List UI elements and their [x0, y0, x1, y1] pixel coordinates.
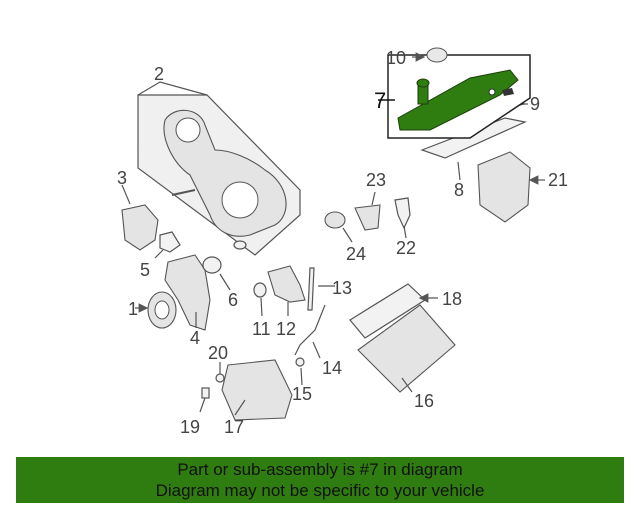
part-11-seal	[253, 282, 267, 298]
callout-12: 12	[276, 319, 296, 339]
callout-21: 21	[548, 170, 568, 190]
part-21-housing	[477, 151, 531, 223]
callout-24-leader	[342, 227, 353, 243]
callout-20: 20	[208, 343, 228, 363]
part-7-valve-cover-group	[387, 54, 531, 139]
callout-19-leader	[199, 397, 206, 413]
callout-24: 24	[346, 244, 366, 264]
callout-15-leader	[300, 367, 303, 386]
callout-6-leader	[219, 273, 231, 291]
callout-10: 10	[386, 48, 406, 68]
part-13-tube	[307, 267, 315, 311]
part-15-oring	[295, 357, 305, 367]
callout-18: 18	[442, 289, 462, 309]
part-4-cover	[164, 254, 211, 331]
info-banner: Part or sub-assembly is #7 in diagram Di…	[16, 457, 624, 503]
callout-3-leader	[121, 184, 131, 205]
callout-14-leader	[312, 341, 321, 359]
part-20-washer	[215, 373, 225, 383]
callout-7: 7	[374, 88, 386, 113]
callout-2: 2	[154, 64, 164, 84]
callout-14: 14	[322, 358, 342, 378]
part-6-seal	[202, 256, 222, 274]
part-19-plug	[201, 387, 210, 399]
callout-15: 15	[292, 384, 312, 404]
part-5-gasket	[159, 231, 181, 253]
callout-1: 1	[128, 299, 138, 319]
callout-23-leader	[371, 191, 376, 206]
part-16-lower-block	[357, 304, 456, 393]
callout-22-leader	[403, 225, 407, 239]
callout-11-leader	[260, 297, 263, 317]
callout-16-leader	[401, 377, 413, 393]
part-22-valve	[394, 197, 411, 230]
callout-9: 9	[530, 94, 540, 114]
part-23-sensor	[354, 204, 381, 231]
callout-5-leader	[154, 249, 164, 259]
part-24-filter	[324, 211, 346, 229]
callout-19: 19	[180, 417, 200, 437]
callout-23: 23	[366, 170, 386, 190]
parts-diagram: 1 2 3 4 5 6 7 8 9 10 11 12 13 14 15 16 1…	[117, 47, 568, 437]
callout-6: 6	[228, 290, 238, 310]
callout-17-leader	[234, 399, 246, 416]
banner-line-1: Part or sub-assembly is #7 in diagram	[177, 460, 463, 479]
callout-17: 17	[224, 417, 244, 437]
callout-5: 5	[140, 260, 150, 280]
callout-2-bracket	[137, 81, 208, 96]
part-12-bracket	[267, 265, 306, 303]
callout-16: 16	[414, 391, 434, 411]
callout-8-leader	[457, 161, 461, 181]
timing-cover-group	[137, 94, 301, 256]
callout-13: 13	[332, 278, 352, 298]
part-14-tube	[294, 304, 326, 356]
callout-11: 11	[252, 319, 271, 339]
callout-8: 8	[454, 180, 464, 200]
callout-22: 22	[396, 238, 416, 258]
part-3-gasket	[121, 204, 159, 251]
callout-4: 4	[190, 328, 200, 348]
part-1-pulley	[147, 291, 177, 329]
part-10-cap	[426, 47, 448, 63]
banner-line-2: Diagram may not be specific to your vehi…	[155, 481, 485, 500]
part-17-oil-pan	[221, 359, 293, 421]
callout-3: 3	[117, 168, 127, 188]
